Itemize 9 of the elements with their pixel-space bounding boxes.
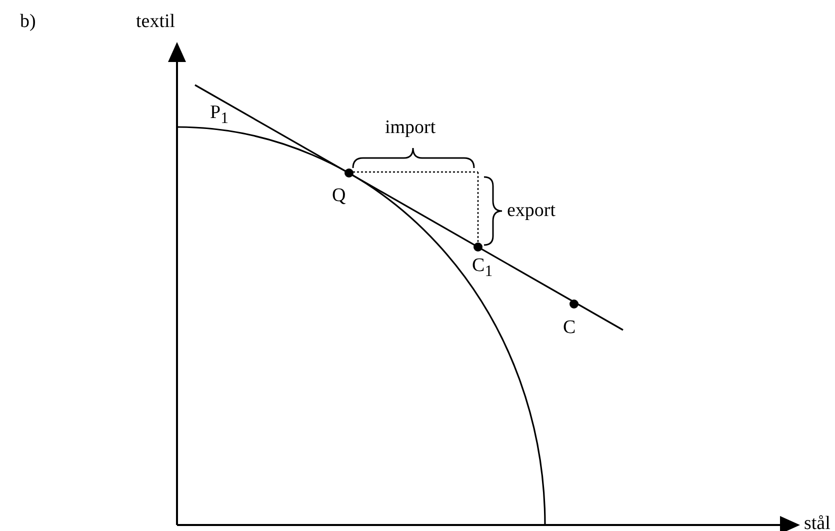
point-label: C$_{1}$ (472, 256, 493, 280)
bracket-label: export (507, 201, 556, 220)
panel-label: b) (20, 12, 36, 31)
point-label: C (563, 318, 576, 337)
axis-label: stål (804, 514, 830, 531)
line-label: P$_{1}$ (210, 103, 228, 127)
bracket-label: import (385, 118, 436, 137)
point-label: Q (332, 186, 346, 205)
axis-label: textil (136, 12, 176, 31)
